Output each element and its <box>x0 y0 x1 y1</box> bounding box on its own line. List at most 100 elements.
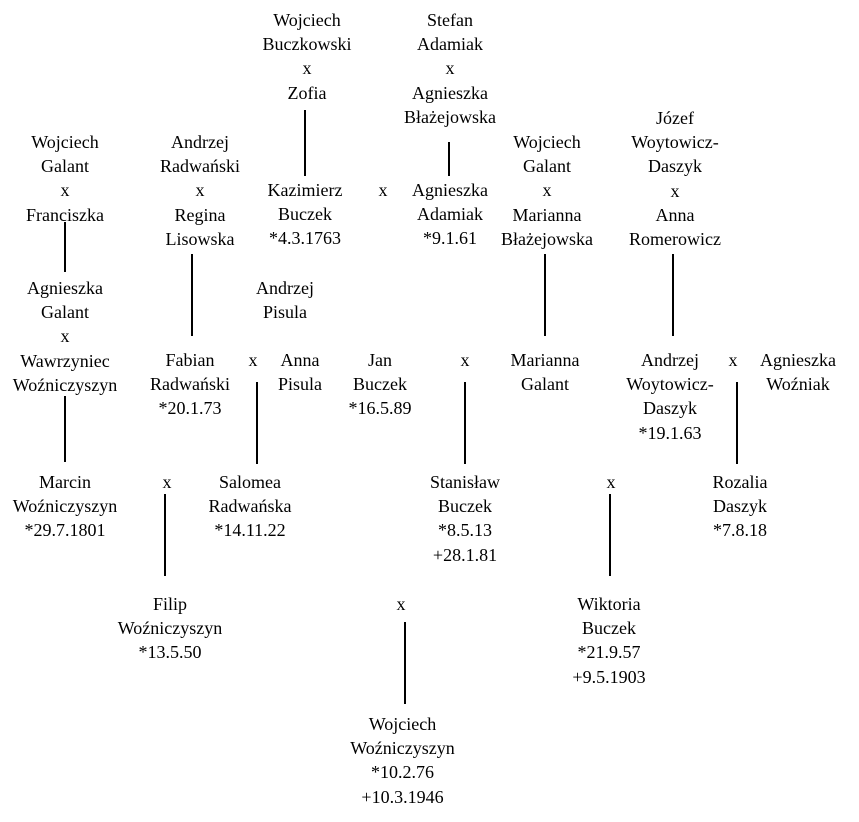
person-name-line: Filip <box>152 594 187 614</box>
marriage-symbol: x <box>445 58 455 79</box>
person-name-line: Fabian <box>165 350 215 370</box>
person-name-line: Galant <box>523 156 571 177</box>
person-name-line: Woytowicz- <box>626 374 714 395</box>
person-name-line: Romerowicz <box>629 229 721 250</box>
marriage-symbol: x <box>162 472 172 492</box>
descent-line <box>164 494 166 576</box>
marriage-symbol: x <box>606 472 616 492</box>
person-name-line: Kazimierz <box>267 180 343 200</box>
person-name-line: Buczkowski <box>262 34 352 55</box>
descent-line <box>64 396 66 462</box>
person-name-line: Stanisław <box>430 472 500 492</box>
birth-date: *14.11.22 <box>214 520 286 541</box>
person-wojciech-wozniczyszyn: Wojciech Woźniczyszyn *10.2.76 +10.3.194… <box>335 712 470 809</box>
marriage-symbol: x <box>248 350 258 370</box>
couple-wojciech-galant-franciszka: Wojciech Galant x Franciszka <box>5 130 125 227</box>
marriage-symbol: x <box>728 350 738 370</box>
person-name-line: Marcin <box>39 472 91 492</box>
person-name-line: Agnieszka <box>412 82 488 103</box>
descent-line <box>464 382 466 464</box>
person-name-line: Buczek <box>582 618 636 639</box>
person-marianna-galant: Marianna Galant <box>495 348 595 396</box>
person-name-line: Woytowicz- <box>631 132 719 153</box>
marriage-symbol: x <box>60 326 70 347</box>
person-name-line: Agnieszka <box>412 180 488 200</box>
death-date: +10.3.1946 <box>361 786 444 807</box>
person-name-line: Woźniczyszyn <box>12 496 118 517</box>
person-name-line: Franciszka <box>26 204 104 225</box>
descent-line <box>609 494 611 576</box>
person-name-line: Radwański <box>150 374 230 395</box>
person-name-line: Woźniczyszyn <box>12 374 118 395</box>
birth-date: *7.8.18 <box>713 520 767 541</box>
marriage-symbol: x <box>670 180 680 201</box>
person-name-line: Regina <box>174 204 226 225</box>
person-stanislaw-buczek: Stanisław Buczek *8.5.13 +28.1.81 <box>410 470 520 567</box>
person-name-line: Andrzej <box>256 278 314 298</box>
person-filip-wozniczyszyn: Filip Woźniczyszyn *13.5.50 <box>105 592 235 665</box>
descent-line <box>191 254 193 336</box>
birth-date: *20.1.73 <box>158 398 222 419</box>
birth-date: *8.5.13 <box>438 520 492 541</box>
person-jan-buczek: Jan Buczek *16.5.89 <box>335 348 425 421</box>
person-agnieszka-adamiak: Agnieszka Adamiak *9.1.61 <box>395 178 505 251</box>
birth-date: *4.3.1763 <box>269 228 341 249</box>
person-agnieszka-wozniak: Agnieszka Woźniak <box>748 348 848 396</box>
person-name-line: Radwańska <box>208 496 292 517</box>
person-name-line: Woźniczyszyn <box>117 618 223 639</box>
person-name-line: Pisula <box>262 302 307 323</box>
person-name-line: Zofia <box>287 82 327 103</box>
person-salomea-radwanska: Salomea Radwańska *14.11.22 <box>195 470 305 543</box>
person-name-line: Galant <box>41 302 89 323</box>
birth-date: *9.1.61 <box>423 228 477 249</box>
person-name-line: Daszyk <box>648 156 702 177</box>
descent-line <box>736 382 738 464</box>
birth-date: *16.5.89 <box>348 398 412 419</box>
couple-stefan-adamiak-agnieszka-blazejowska: Stefan Adamiak x Agnieszka Błażejowska <box>385 8 515 129</box>
person-name-line: Wojciech <box>368 714 437 734</box>
person-name-line: Daszyk <box>713 496 767 517</box>
marriage-symbol: x <box>460 350 470 370</box>
person-name-line: Wojciech <box>273 10 341 30</box>
descent-line <box>64 222 66 272</box>
person-name-line: Galant <box>521 374 569 395</box>
person-name-line: Wojciech <box>31 132 99 152</box>
person-andrzej-pisula: Andrzej Pisula <box>240 276 330 324</box>
person-name-line: Woźniak <box>766 374 830 395</box>
person-fabian-radwanski: Fabian Radwański *20.1.73 <box>135 348 245 421</box>
person-kazimierz-buczek: Kazimierz Buczek *4.3.1763 <box>250 178 360 251</box>
descent-line <box>256 382 258 464</box>
death-date: +9.5.1903 <box>572 666 646 687</box>
person-name-line: Józef <box>656 108 694 128</box>
person-name-line: Andrzej <box>641 350 699 370</box>
person-name-line: Buczek <box>438 496 492 517</box>
person-name-line: Adamiak <box>417 34 483 55</box>
person-name-line: Anna <box>655 204 695 225</box>
birth-date: *21.9.57 <box>577 642 641 663</box>
descent-line <box>404 622 406 704</box>
person-marcin-wozniczyszyn: Marcin Woźniczyszyn *29.7.1801 <box>0 470 130 543</box>
person-name-line: Pisula <box>277 374 322 395</box>
person-name-line: Lisowska <box>165 228 235 249</box>
couple-agnieszka-galant-wawrzyniec-wozniczyszyn: Agnieszka Galant x Wawrzyniec Woźniczysz… <box>0 276 130 397</box>
person-name-line: Marianna <box>512 204 582 225</box>
person-name-line: Salomea <box>219 472 281 492</box>
birth-date: *10.2.76 <box>371 762 434 783</box>
marriage-symbol: x <box>195 180 205 201</box>
person-name-line: Wiktoria <box>577 594 641 614</box>
person-wiktoria-buczek: Wiktoria Buczek *21.9.57 +9.5.1903 <box>554 592 664 689</box>
couple-jozef-woytowicz-daszyk-anna-romerowicz: Józef Woytowicz- Daszyk x Anna Romerowic… <box>615 106 735 251</box>
person-name-line: Jan <box>368 350 392 370</box>
person-name-line: Wojciech <box>513 132 581 152</box>
birth-date: *19.1.63 <box>638 422 702 443</box>
descent-line <box>544 254 546 336</box>
birth-date: *29.7.1801 <box>24 520 106 541</box>
person-name-line: Adamiak <box>417 204 483 225</box>
descent-line <box>448 142 450 176</box>
marriage-symbol: x <box>302 58 312 79</box>
birth-date: *13.5.50 <box>138 642 202 663</box>
person-name-line: Radwański <box>160 156 240 177</box>
person-name-line: Błażejowska <box>501 228 593 249</box>
marriage-symbol: x <box>542 180 552 201</box>
marriage-symbol: x <box>396 594 406 614</box>
